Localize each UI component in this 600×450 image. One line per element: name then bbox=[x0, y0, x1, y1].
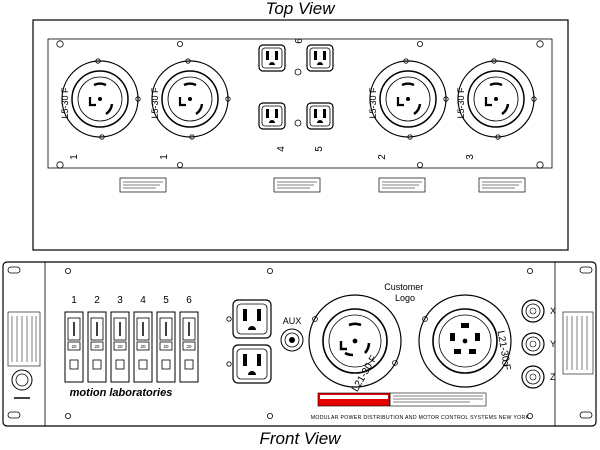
top-view-title: Top View bbox=[266, 0, 337, 18]
receptacle-number: 1 bbox=[159, 154, 170, 160]
front-view-title: Front View bbox=[260, 429, 343, 448]
aux-label: AUX bbox=[283, 316, 302, 326]
twistlock-receptacle-top: L5-30 F 2 bbox=[368, 58, 449, 160]
breaker-number: 3 bbox=[117, 295, 123, 306]
duplex-number: 5 bbox=[314, 146, 325, 152]
warning-label bbox=[317, 392, 487, 407]
duplex-outlet-front bbox=[226, 344, 272, 384]
receptacle-number: 3 bbox=[465, 154, 476, 160]
indicator-label: Z bbox=[550, 372, 556, 382]
front-mounting-holes bbox=[65, 267, 534, 419]
indicator-lamps: X Y Z bbox=[521, 299, 556, 389]
small-warning-label bbox=[478, 177, 526, 193]
brand-text: motion laboratories bbox=[70, 387, 173, 399]
duplex-number: 6 bbox=[294, 38, 305, 44]
breaker-number: 4 bbox=[140, 295, 146, 306]
receptacle-code: L5-30 F bbox=[150, 87, 160, 119]
left-side-markings bbox=[7, 311, 41, 399]
small-warning-label bbox=[273, 177, 321, 193]
twistlock-code: L21-30 F bbox=[495, 330, 513, 371]
aux-connector bbox=[280, 328, 304, 352]
twistlock-receptacle-front: L21-30 F bbox=[418, 294, 513, 388]
top-warning-labels bbox=[119, 177, 526, 193]
ul-listed-logo bbox=[11, 369, 33, 391]
indicator-lamp: Y bbox=[521, 332, 556, 356]
small-warning-label bbox=[378, 177, 426, 193]
twistlock-receptacle-top: L5-30 F 1 bbox=[150, 58, 231, 160]
breaker-number: 5 bbox=[163, 295, 169, 306]
breaker-rating: 20 bbox=[71, 344, 77, 349]
receptacle-code: L5-30 F bbox=[456, 87, 466, 119]
top-view-panel bbox=[32, 19, 569, 251]
breaker-number: 6 bbox=[186, 295, 192, 306]
rack-ear-slots bbox=[7, 266, 593, 419]
receptacle-code: L5-30 F bbox=[368, 87, 378, 119]
twistlock-receptacles: L21-30 F L21-30 F bbox=[308, 294, 513, 394]
indicator-label: X bbox=[550, 306, 556, 316]
circuit-breaker: 6 20 bbox=[179, 295, 199, 383]
breaker-rating: 20 bbox=[140, 344, 146, 349]
breaker-rating: 20 bbox=[94, 344, 100, 349]
indicator-lamp: Z bbox=[521, 365, 556, 389]
customer-logo-text: Customer Logo bbox=[384, 282, 426, 303]
front-duplex-outlets bbox=[226, 299, 272, 384]
indicator-label: Y bbox=[550, 339, 556, 349]
top-receptacles: L5-30 F 1 L5-30 F 1 L5-30 F 2 L5-30 F 3 bbox=[60, 58, 537, 160]
duplex-outlet bbox=[258, 44, 286, 72]
front-view-panel bbox=[2, 261, 597, 427]
circuit-breaker: 3 20 bbox=[110, 295, 130, 383]
duplex-number: 4 bbox=[276, 146, 287, 152]
breaker-rating: 20 bbox=[186, 344, 192, 349]
breaker-rating: 20 bbox=[117, 344, 123, 349]
circuit-breakers: 1 20 2 20 3 20 4 20 5 20 6 20 bbox=[64, 295, 199, 383]
twistlock-receptacle-top: L5-30 F 3 bbox=[456, 58, 537, 160]
small-warning-label bbox=[119, 177, 167, 193]
duplex-outlet-front bbox=[226, 299, 272, 339]
circuit-breaker: 2 20 bbox=[87, 295, 107, 383]
top-duplex-outlets: 6 4 5 bbox=[258, 38, 334, 152]
breaker-rating: 20 bbox=[163, 344, 169, 349]
circuit-breaker: 1 20 bbox=[64, 295, 84, 383]
twistlock-receptacle-front: L21-30 F bbox=[308, 294, 402, 394]
breaker-number: 2 bbox=[94, 295, 100, 306]
mounting-holes bbox=[56, 40, 544, 169]
breaker-number: 1 bbox=[71, 295, 77, 306]
circuit-breaker: 4 20 bbox=[133, 295, 153, 383]
footer-text: MODULAR POWER DISTRIBUTION AND MOTOR CON… bbox=[311, 415, 530, 421]
duplex-outlet bbox=[306, 44, 334, 72]
indicator-lamp: X bbox=[521, 299, 556, 323]
duplex-outlet bbox=[258, 102, 286, 130]
duplex-outlet bbox=[306, 102, 334, 130]
receptacle-code: L5-30 F bbox=[60, 87, 70, 119]
right-side-label bbox=[562, 311, 594, 375]
twistlock-receptacle-top: L5-30 F 1 bbox=[60, 58, 141, 160]
receptacle-number: 1 bbox=[69, 154, 80, 160]
receptacle-number: 2 bbox=[377, 154, 388, 160]
circuit-breaker: 5 20 bbox=[156, 295, 176, 383]
